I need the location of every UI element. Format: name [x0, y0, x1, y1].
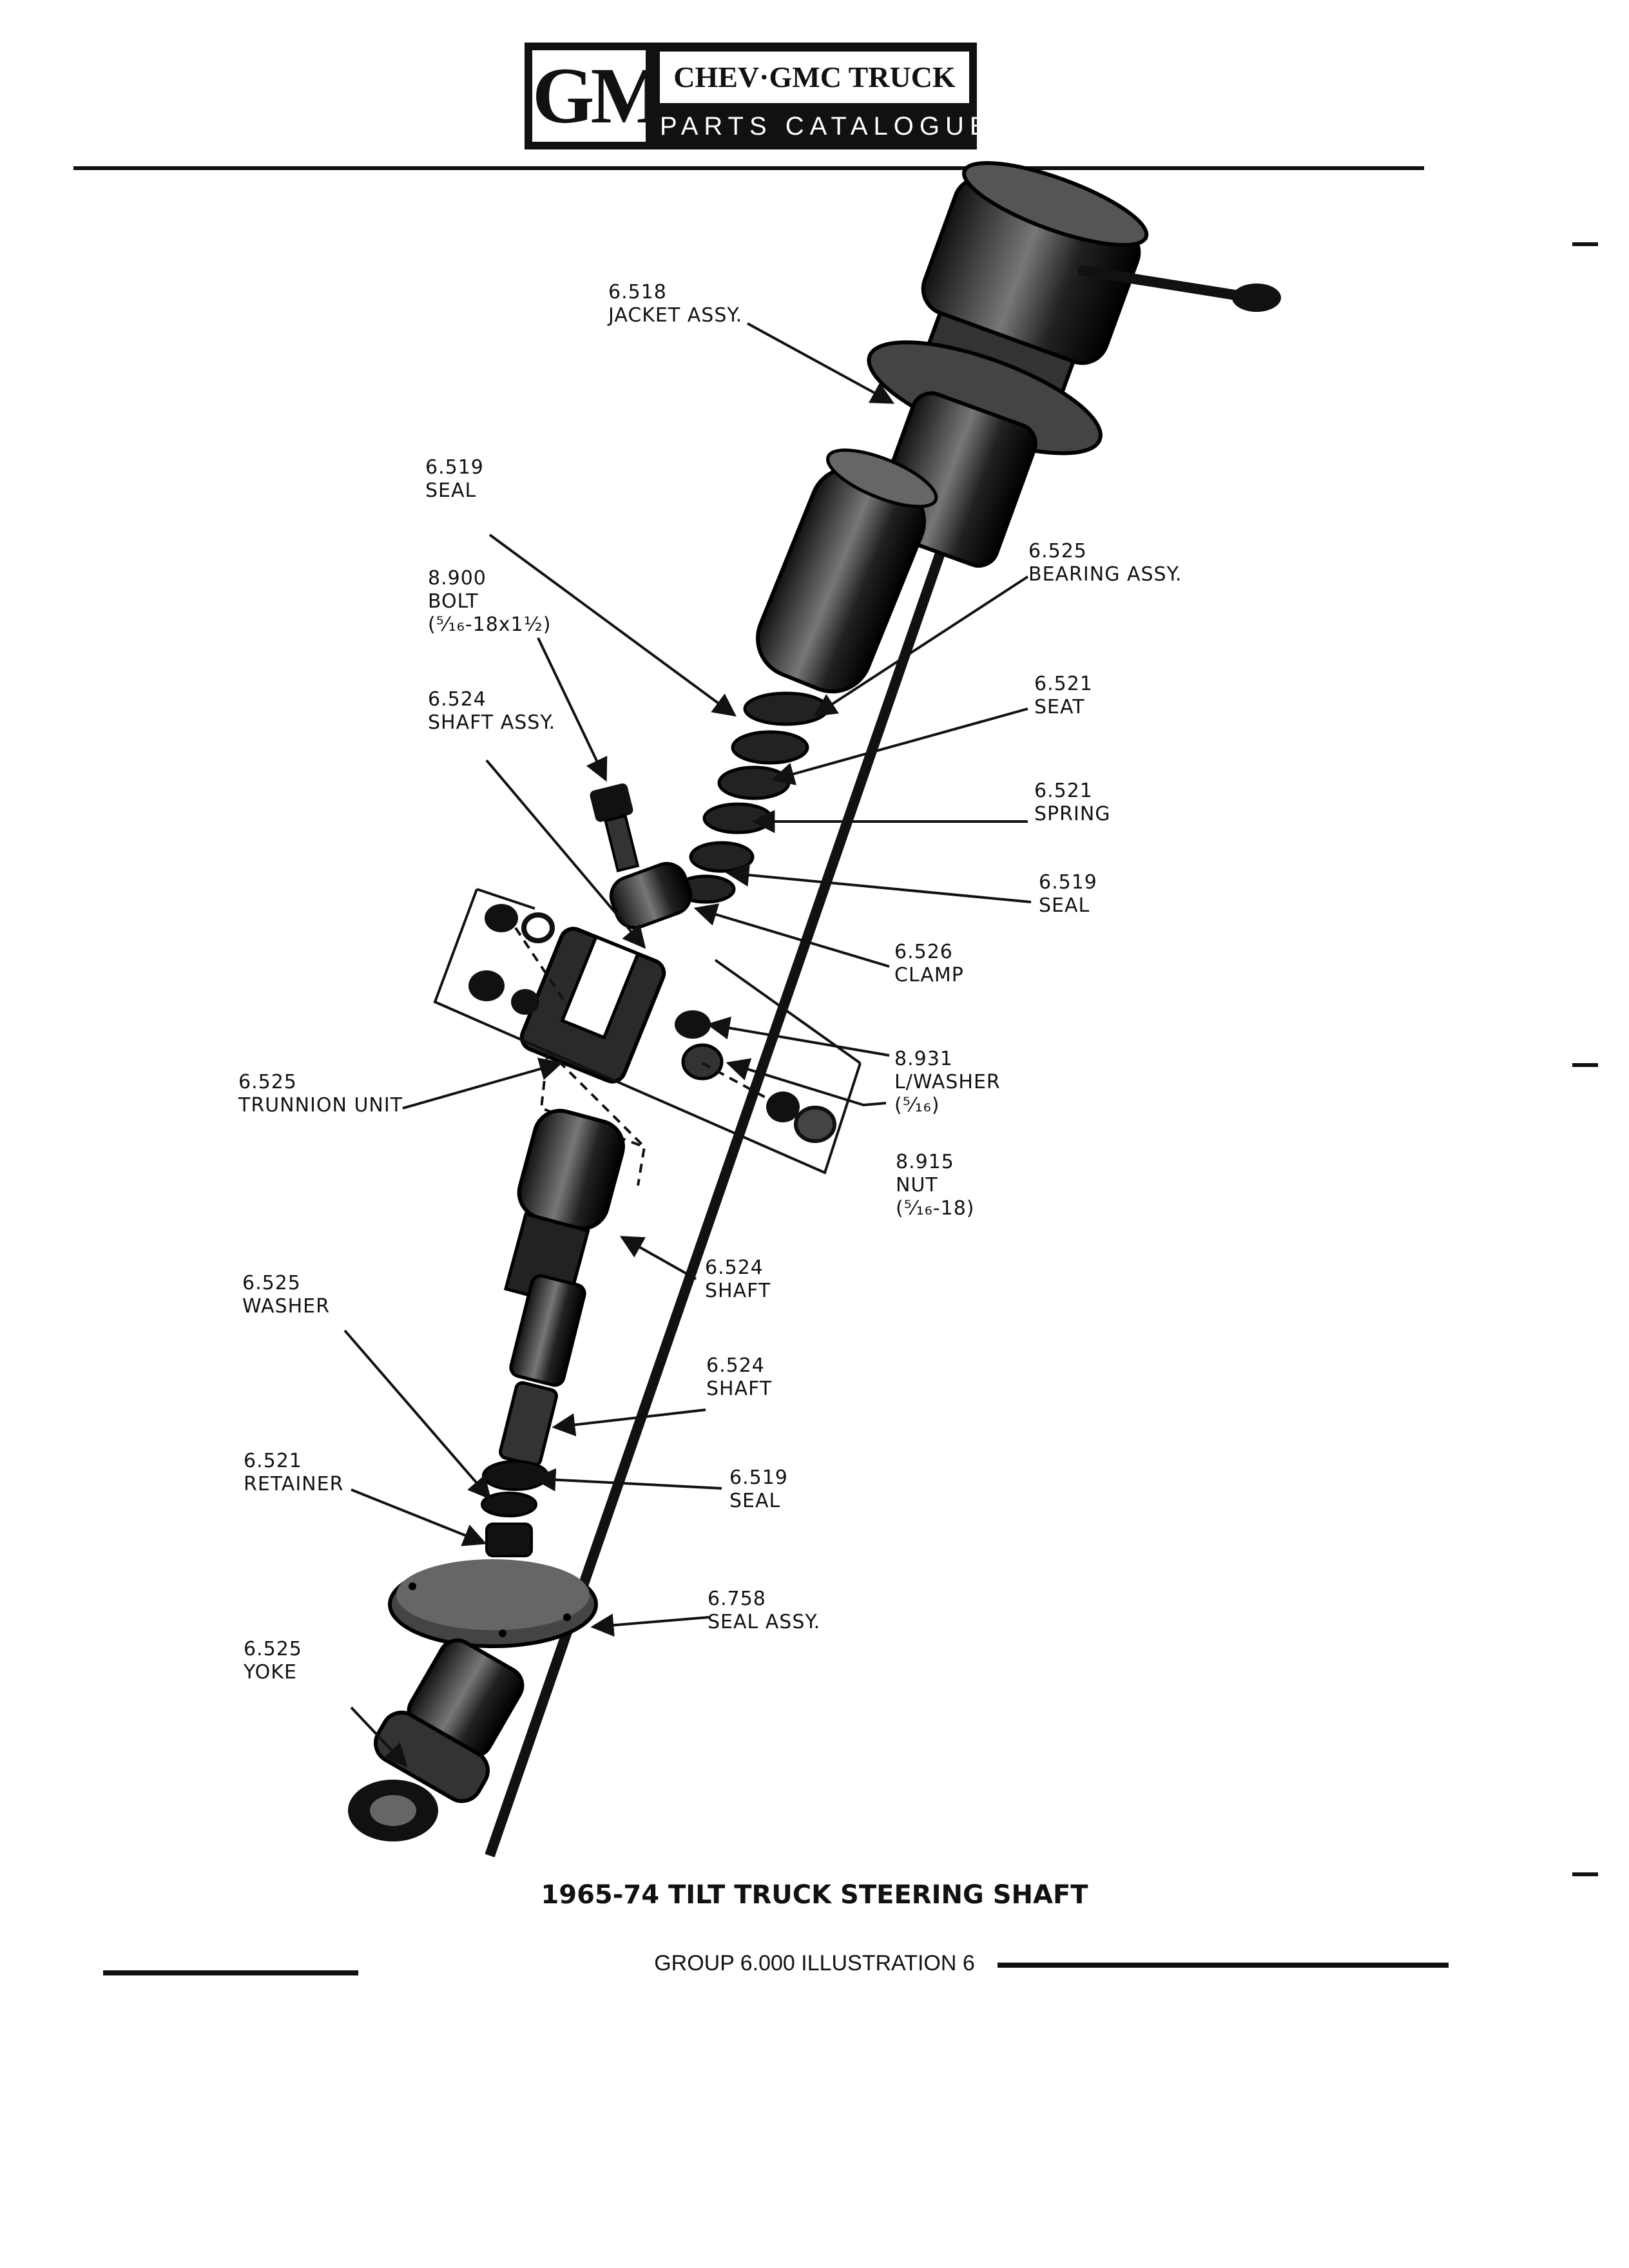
diagram-caption: 1965-74 TILT TRUCK STEERING SHAFT: [541, 1880, 1088, 1910]
upper-ring-stack: [675, 691, 829, 904]
gm-logo: GM CHEV·GMC TRUCK PARTS CATALOGUE: [525, 43, 993, 149]
lower-ring-stack: [481, 1460, 549, 1557]
margin-mark-2: [1572, 1063, 1598, 1067]
lower-yoke: [503, 1108, 625, 1308]
catalogue-line: PARTS CATALOGUE: [660, 112, 993, 140]
header-rule: [73, 166, 1424, 170]
intermediate-shaft: [509, 1274, 586, 1387]
splined-shaft: [499, 1381, 558, 1467]
lock-washer-and-nut: [675, 1010, 724, 1081]
clamp-part: [609, 861, 693, 930]
gm-logo-mark: GM: [532, 50, 666, 142]
margin-mark-3: [1572, 1872, 1598, 1876]
universal-yoke: [348, 1638, 525, 1841]
leader-lines: [343, 322, 1032, 1767]
seal-plate: [388, 1559, 598, 1648]
trunnion-yoke: [519, 927, 666, 1084]
brand-line: CHEV·GMC TRUCK: [660, 52, 969, 103]
tilt-lever: [1077, 265, 1281, 312]
bolt-part: [590, 783, 640, 872]
footer-group-label: GROUP 6.000 ILLUSTRATION 6: [654, 1951, 975, 1975]
margin-mark-1: [1572, 242, 1598, 246]
trunnion-caps: [468, 904, 836, 1143]
footer-rule-left: [103, 1970, 358, 1975]
footer-rule-right: [998, 1963, 1449, 1968]
housing-tube: [755, 448, 938, 694]
